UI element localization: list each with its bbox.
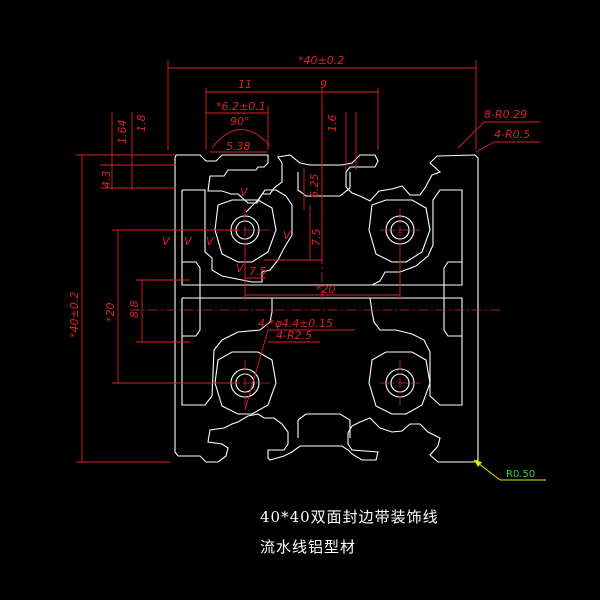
v-mark: V — [162, 235, 171, 248]
dim-corner-radius-small: 8-R0.29 — [484, 108, 527, 121]
caption-subtitle: 流水线铝型材 — [260, 538, 357, 556]
dim-slot-opening: *6.2±0.1 — [216, 100, 266, 113]
dim-8-8: 8.8 — [128, 301, 141, 319]
v-mark: V — [184, 235, 193, 248]
dim-7-5-vertical: 7.5 — [310, 229, 323, 247]
dim-hole-diameter: 4-*φ4.4±0.15 — [258, 317, 333, 330]
dim-overall-height: *40±0.2 — [68, 292, 81, 338]
dim-overall-width: *40±0.2 — [298, 54, 344, 67]
v-mark: V — [236, 262, 245, 275]
dim-corner-radius: 4-R0.5 — [494, 128, 530, 141]
dim-center-horizontal: *20 — [316, 283, 336, 296]
dim-center-vertical: *20 — [104, 303, 117, 323]
left-center-channel — [182, 261, 201, 337]
boss-top-left — [214, 199, 277, 263]
boss-top-right — [368, 199, 431, 263]
dim-6-25: 6.25 — [308, 174, 321, 199]
dim-1-8: 1.8 — [135, 115, 148, 133]
dim-inner-width: 5.38 — [226, 140, 251, 153]
right-center-channel — [443, 261, 462, 337]
bottom-center-channel — [297, 413, 351, 438]
dim-slot-right: 9 — [320, 78, 327, 91]
outer-radius-callout: R0.50 — [473, 459, 546, 481]
dimension-texts: *40±0.2 11 9 *6.2±0.1 90° 5.38 1.64 1.8 … — [68, 54, 530, 342]
v-mark: V — [240, 186, 249, 199]
profile-outline — [174, 154, 479, 463]
dim-7-5-horizontal: 7.5 — [249, 265, 267, 278]
v-mark: V — [206, 235, 215, 248]
inner-frame — [181, 189, 463, 406]
dim-1-6: 1.6 — [326, 115, 339, 133]
dim-slot-left: 11 — [238, 78, 252, 91]
dim-hole-radius: 4-R2.5 — [276, 329, 312, 342]
dim-angle: 90° — [230, 115, 250, 128]
caption-title: 40*40双面封边带装饰线 — [260, 508, 439, 526]
outer-contour — [174, 154, 479, 463]
dim-4-3: 4.3 — [100, 171, 113, 189]
dim-outer-radius: R0.50 — [506, 469, 535, 480]
top-center-channel — [297, 172, 351, 197]
dim-1-64: 1.64 — [116, 120, 129, 145]
dimension-lines — [76, 60, 540, 463]
boss-bottom-right — [368, 351, 431, 415]
v-mark: V — [283, 229, 292, 242]
boss-bottom-left — [214, 351, 277, 415]
